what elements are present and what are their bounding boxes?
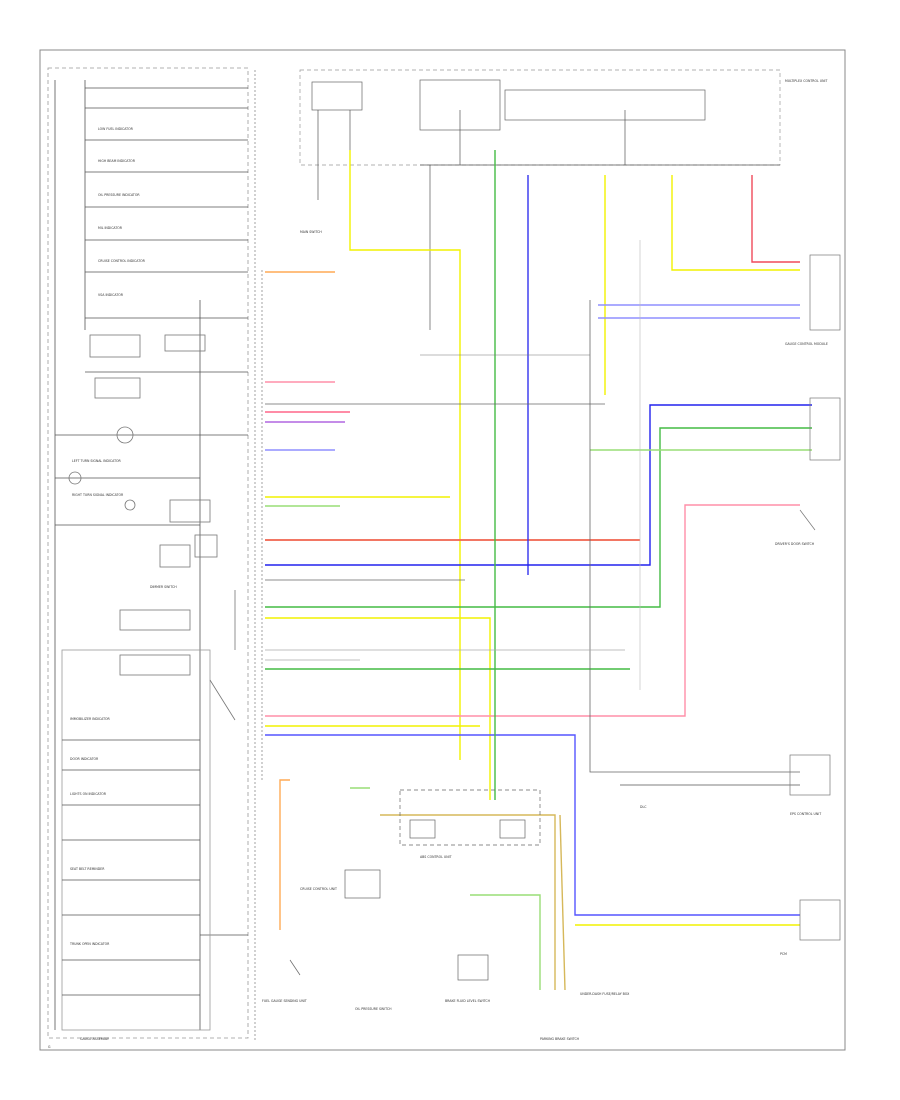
wire-lightgreen (470, 894, 541, 990)
gauge-indicator-label: CRUISE CONTROL INDICATOR (98, 259, 146, 263)
fuse-relay-box (299, 69, 781, 330)
gauge-indicator-label: TRUNK OPEN INDICATOR (69, 942, 110, 946)
component-label: UNDER-DASH FUSE/RELAY BOX (580, 992, 630, 996)
gauge-indicator-label: MIL INDICATOR (98, 226, 123, 230)
diagram-frame (39, 49, 846, 1051)
gauge-indicator-label: HIGH BEAM INDICATOR (98, 159, 136, 163)
wire-yellow (671, 175, 800, 271)
gauge-indicator-label: RIGHT TURN SIGNAL INDICATOR (72, 493, 124, 497)
component-label: DLC (640, 805, 647, 809)
component-label: PCM (780, 952, 787, 956)
component-label: OIL PRESSURE SWITCH (355, 1007, 392, 1011)
gauge-assembly (47, 67, 249, 1039)
wire-green (265, 427, 812, 608)
gauge-indicator-label: DIMMER SWITCH (150, 585, 177, 589)
component-label: GAUGE CONTROL MODULE (785, 342, 828, 346)
gauge-indicator-label: SEAT BELT REMINDER (70, 867, 105, 871)
wire-harness (265, 150, 812, 991)
component-label: CRUISE CONTROL UNIT (300, 887, 337, 891)
wire-yellow (265, 617, 491, 800)
gauge-assembly-title: GAUGE ASSEMBLY (80, 1037, 109, 1041)
connector-pin-column (254, 70, 263, 1040)
gauge-indicator-label: LIGHTS ON INDICATOR (70, 792, 107, 796)
wire-pink (265, 504, 800, 717)
component-label: BRAKE FLUID LEVEL SWITCH (445, 999, 491, 1003)
component-label: PARKING BRAKE SWITCH (540, 1037, 580, 1041)
gauge-indicator-label: DOOR INDICATOR (70, 757, 99, 761)
gauge-indicator-label: LEFT TURN SIGNAL INDICATOR (72, 459, 122, 463)
gauge-indicator-label: LOW FUEL INDICATOR (98, 127, 134, 131)
wire-red (751, 175, 800, 263)
wire-black (589, 300, 800, 773)
component-label: MAIN SWITCH (300, 230, 322, 234)
gauge-indicator-label: VSA INDICATOR (98, 293, 124, 297)
wire-tan (559, 814, 566, 991)
wire-blue (265, 404, 812, 566)
page-marker: G (48, 1045, 51, 1049)
wire-orange (279, 779, 290, 930)
component-labels: MULTIPLEX CONTROL UNIT GAUGE CONTROL MOD… (48, 79, 828, 1049)
component-label: FUEL GAUGE SENDING UNIT (262, 999, 307, 1003)
wire-blue (265, 734, 800, 916)
gauge-labels: LOW FUEL INDICATOR HIGH BEAM INDICATOR O… (69, 127, 177, 1041)
component-label: DRIVER'S DOOR SWITCH (775, 542, 815, 546)
gauge-indicator-label: OIL PRESSURE INDICATOR (98, 193, 140, 197)
wire-tan (380, 814, 556, 990)
component-label: ABS CONTROL UNIT (420, 855, 452, 859)
gauge-indicator-label: IMMOBILIZER INDICATOR (70, 717, 111, 721)
component-label: MULTIPLEX CONTROL UNIT (785, 79, 827, 83)
component-label: EPS CONTROL UNIT (790, 812, 821, 816)
wire-yellow (349, 150, 461, 760)
right-connectors (789, 254, 841, 941)
abs-control-unit (289, 789, 541, 981)
